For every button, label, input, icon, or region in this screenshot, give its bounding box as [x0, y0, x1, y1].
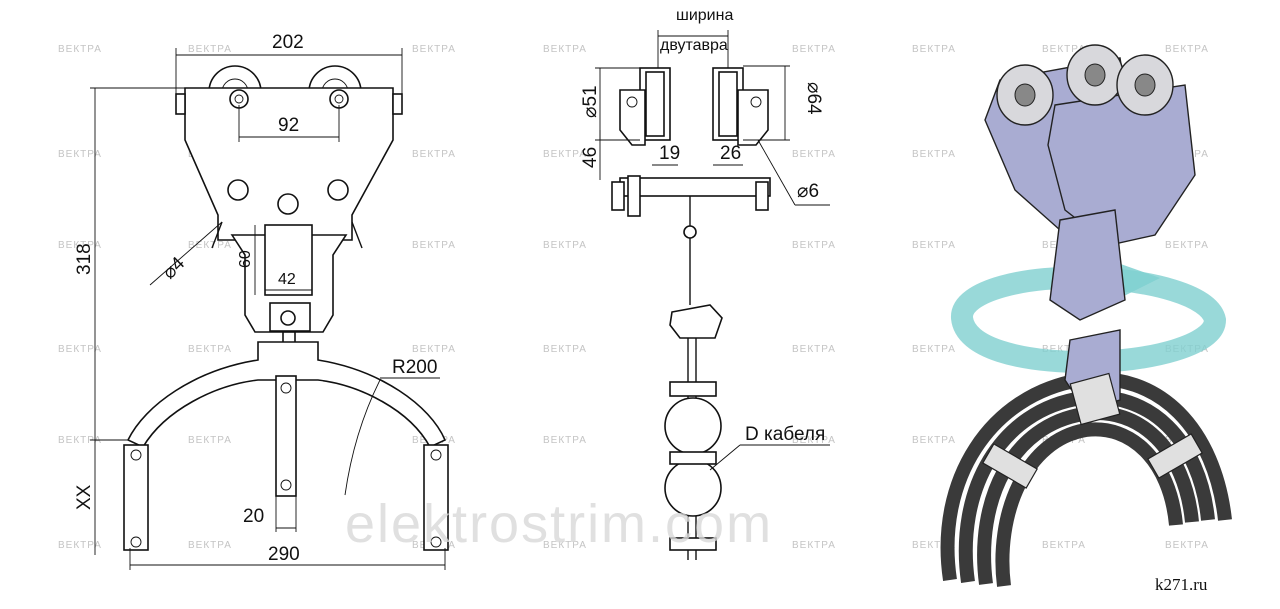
dim-base-width: 290	[268, 544, 300, 565]
front-view: 202 92 318 ⌀4 60 42 R200 XX 20 290	[74, 32, 449, 570]
watermark-label: ВЕКТРА	[412, 149, 456, 160]
watermark-label: ВЕКТРА	[912, 435, 956, 446]
watermark-label: ВЕКТРА	[412, 44, 456, 55]
watermark-label: ВЕКТРА	[1042, 344, 1086, 355]
watermark-label: ВЕКТРА	[543, 149, 587, 160]
dim-wheel-dia-left: ⌀51	[580, 85, 601, 118]
watermark-label: ВЕКТРА	[188, 540, 232, 551]
dim-wheel-spacing: 92	[278, 115, 299, 136]
dim-slot-width: 42	[278, 271, 296, 288]
clamp-band-right	[1147, 433, 1203, 479]
dim-19: 19	[659, 143, 680, 164]
watermark-label: ВЕКТРА	[1042, 44, 1086, 55]
dim-height: 318	[74, 243, 95, 275]
watermark-label: ВЕКТРА	[543, 435, 587, 446]
watermark-label: ВЕКТРА	[188, 44, 232, 55]
watermark-label: ВЕКТРА	[792, 435, 836, 446]
watermark-label: ВЕКТРА	[543, 44, 587, 55]
dim-hole-6: ⌀6	[797, 181, 819, 202]
wheels-icon	[996, 44, 1174, 126]
rotation-arrow-icon	[951, 266, 1227, 374]
watermark-label: ВЕКТРА	[912, 540, 956, 551]
dim-xx: XX	[74, 484, 95, 510]
watermark-label: ВЕКТРА	[58, 435, 102, 446]
dim-overall-width: 202	[272, 32, 304, 53]
label-width-line2: двутавра	[660, 37, 728, 54]
site-label: k271.ru	[1155, 575, 1208, 594]
watermark-label: ВЕКТРА	[412, 240, 456, 251]
render-view: k271.ru	[940, 44, 1232, 594]
watermark-label: ВЕКТРА	[912, 44, 956, 55]
dim-26: 26	[720, 143, 741, 164]
overlay-watermark: elektrostrim.com	[345, 494, 773, 554]
watermark-label: ВЕКТРА	[412, 344, 456, 355]
dim-bracket-width: 20	[243, 506, 264, 527]
watermark-label: ВЕКТРА	[543, 540, 587, 551]
watermark-label: ВЕКТРА	[58, 44, 102, 55]
rotation-arrow-head-icon	[1115, 262, 1160, 298]
watermark-label: ВЕКТРА	[188, 435, 232, 446]
dim-slot-height: 60	[237, 250, 254, 268]
watermark-label: ВЕКТРА	[792, 44, 836, 55]
watermark-label: ВЕКТРА	[58, 540, 102, 551]
dim-radius: R200	[392, 357, 437, 378]
watermark-label: ВЕКТРА	[58, 149, 102, 160]
watermark-label: ВЕКТРА	[58, 240, 102, 251]
watermark-label: ВЕКТРА	[58, 344, 102, 355]
clamp-band-left	[982, 443, 1038, 489]
side-view: ширина двутавра ⌀51 ⌀64 46 19 26 ⌀6 D ка…	[580, 7, 830, 560]
watermark-label: ВЕКТРА	[188, 344, 232, 355]
label-width-line1: ширина	[676, 7, 733, 24]
watermark-label: ВЕКТРА	[1165, 240, 1209, 251]
clamp-band-icon	[1069, 372, 1121, 426]
watermark-label: ВЕКТРА	[792, 540, 836, 551]
watermark-label: ВЕКТРА	[912, 344, 956, 355]
watermark-label: ВЕКТРА	[912, 149, 956, 160]
watermark-label: ВЕКТРА	[792, 344, 836, 355]
watermark-label: ВЕКТРА	[543, 240, 587, 251]
watermark-label: ВЕКТРА	[188, 240, 232, 251]
watermark-label: ВЕКТРА	[1165, 540, 1209, 551]
label-cable-diameter: D кабеля	[745, 424, 825, 445]
watermark-label: ВЕКТРА	[1042, 540, 1086, 551]
cable-strand	[995, 422, 1183, 587]
watermark-label: ВЕКТРА	[792, 149, 836, 160]
watermark-label: ВЕКТРА	[912, 240, 956, 251]
watermark-label: ВЕКТРА	[792, 240, 836, 251]
dim-hole: ⌀4	[159, 253, 190, 284]
dim-46: 46	[580, 147, 601, 168]
dim-wheel-dia-right: ⌀64	[803, 82, 824, 115]
watermark-label: ВЕКТРА	[543, 344, 587, 355]
watermark-label: ВЕКТРА	[1165, 44, 1209, 55]
